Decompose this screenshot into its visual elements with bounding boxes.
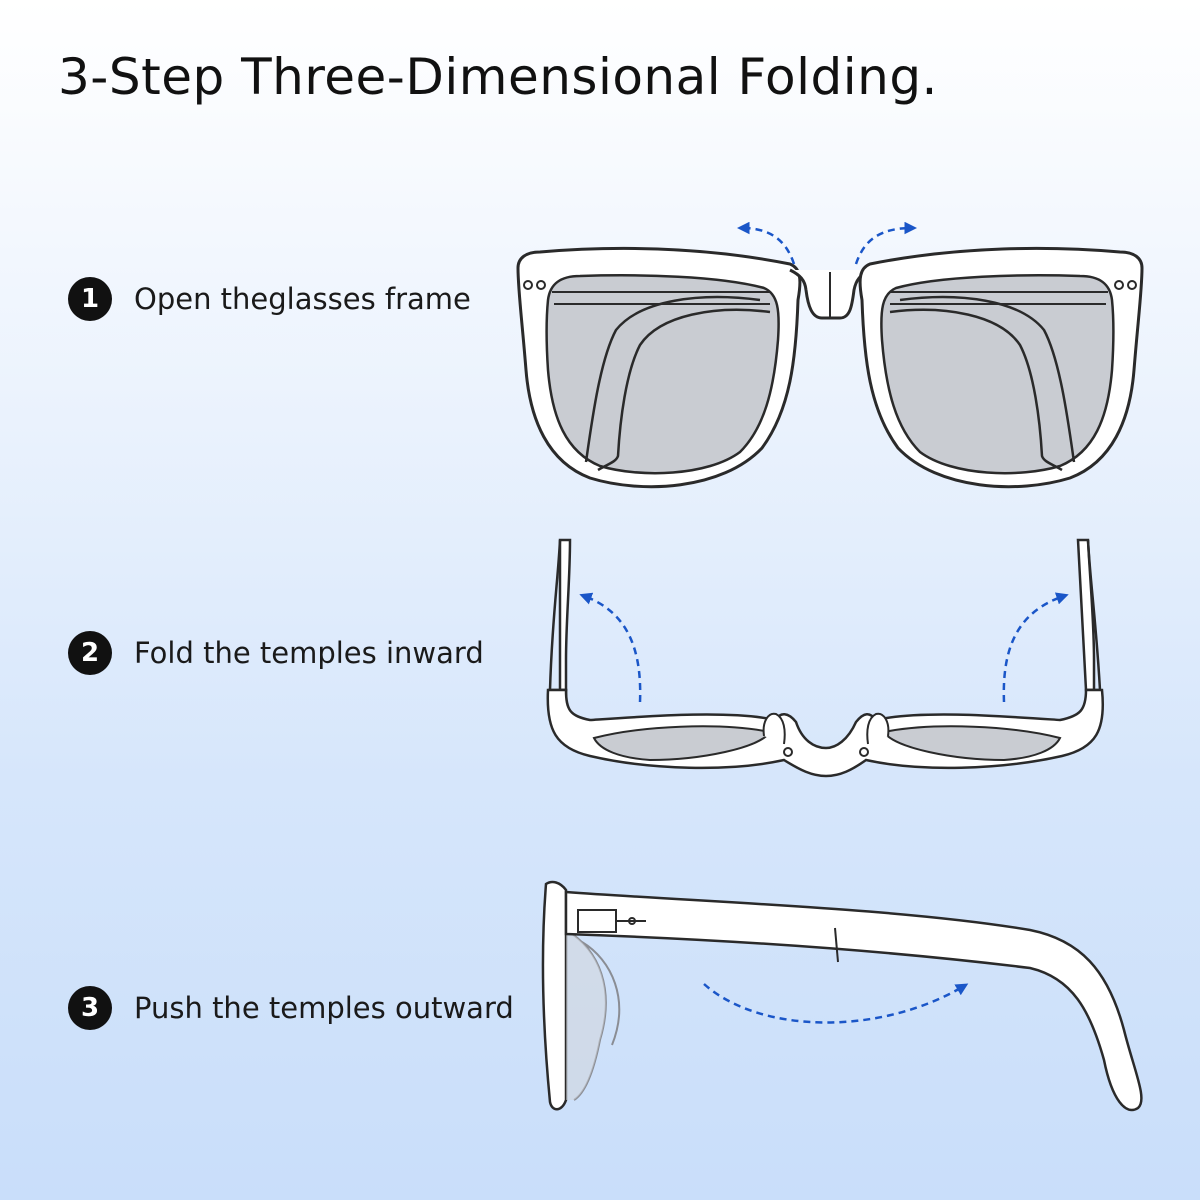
hinge-pin-end xyxy=(628,917,636,925)
step-1: 1 Open theglasses frame xyxy=(68,277,471,321)
right-pad-screw xyxy=(859,747,869,757)
left-pad-screw xyxy=(783,747,793,757)
glasses-side-view xyxy=(541,880,1143,1112)
step-3-label: Push the temples outward xyxy=(134,991,514,1025)
step-1-number-badge: 1 xyxy=(68,277,112,321)
left-top-bar xyxy=(552,291,770,305)
fold-arrow-right xyxy=(1002,592,1069,703)
step-3: 3 Push the temples outward xyxy=(68,986,514,1030)
side-hinge xyxy=(577,909,617,933)
left-lens xyxy=(545,274,780,475)
right-temple-upper-shape xyxy=(1086,539,1102,691)
right-nose-pad xyxy=(866,712,890,745)
push-arrow xyxy=(703,983,969,1024)
left-nose-pad xyxy=(762,712,786,745)
right-lens xyxy=(880,274,1115,475)
right-hinge-dot-2 xyxy=(1127,280,1137,290)
page-title: 3-Step Three-Dimensional Folding. xyxy=(58,48,938,106)
step-1-label: Open theglasses frame xyxy=(134,282,471,316)
right-hinge-dot xyxy=(1114,280,1124,290)
left-temple-behind-lens xyxy=(584,295,771,472)
glasses-front-view xyxy=(516,221,1144,489)
step-2-number-badge: 2 xyxy=(68,631,112,675)
folded-temple-ghost-fill xyxy=(566,930,606,1100)
left-hinge-dot xyxy=(523,280,533,290)
right-temple-vertical xyxy=(1076,538,1096,692)
top-left-lens xyxy=(592,725,772,762)
side-temple-arm xyxy=(564,890,1143,1112)
left-hinge-dot-2 xyxy=(536,280,546,290)
right-top-bar xyxy=(890,291,1108,305)
glasses-top-view xyxy=(546,538,1105,778)
fold-arrow-left xyxy=(579,592,642,703)
right-temple-behind-lens xyxy=(889,295,1076,472)
left-temple-vertical xyxy=(558,538,572,692)
open-arrow-right xyxy=(854,221,917,265)
left-temple-upper-shape xyxy=(548,539,562,691)
temple-joint-line xyxy=(834,927,839,963)
step-2: 2 Fold the temples inward xyxy=(68,631,484,675)
top-right-lens xyxy=(882,725,1062,762)
open-arrow-left xyxy=(737,221,796,265)
step-3-number-badge: 3 xyxy=(68,986,112,1030)
side-front-rim xyxy=(541,880,568,1111)
step-2-label: Fold the temples inward xyxy=(134,636,484,670)
